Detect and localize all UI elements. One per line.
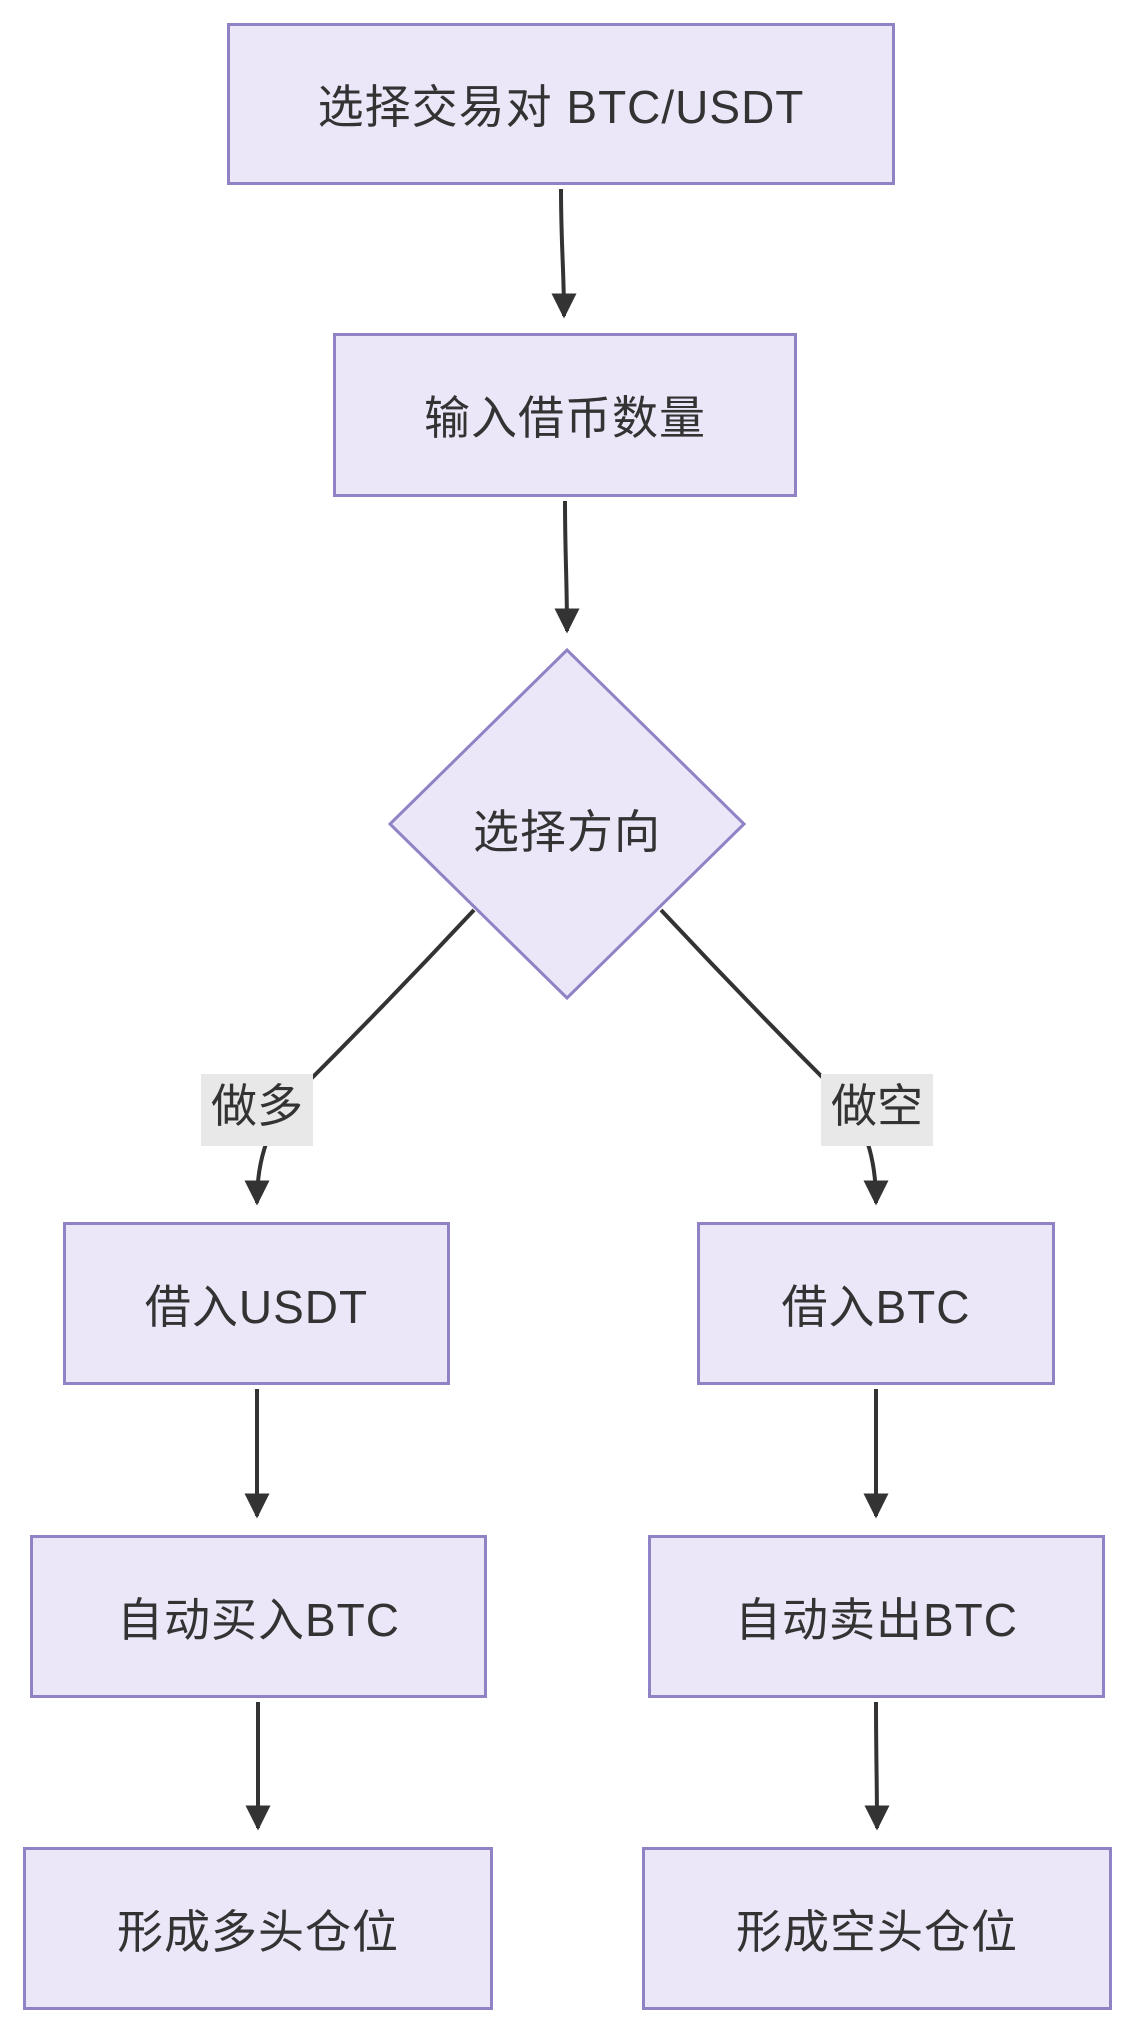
edge-select-pair-to-input-amount bbox=[551, 188, 577, 319]
node-long-position: 形成多头仓位 bbox=[23, 1847, 493, 2010]
node-long-position-label: 形成多头仓位 bbox=[117, 1905, 399, 1958]
node-auto-sell-btc: 自动卖出BTC bbox=[648, 1535, 1105, 1698]
edge-auto-sell-to-short-position bbox=[864, 1701, 890, 1831]
node-short-position: 形成空头仓位 bbox=[642, 1847, 1112, 2010]
node-short-position-label: 形成空头仓位 bbox=[736, 1905, 1018, 1958]
node-select-pair: 选择交易对 BTC/USDT bbox=[227, 23, 895, 185]
node-input-borrow-amount: 输入借币数量 bbox=[333, 333, 797, 497]
edge-label-long: 做多 bbox=[201, 1074, 313, 1146]
node-select-pair-label: 选择交易对 BTC/USDT bbox=[317, 81, 805, 133]
edge-choose-direction-to-borrow-usdt bbox=[244, 908, 476, 1206]
node-borrow-usdt: 借入USDT bbox=[63, 1222, 450, 1385]
edge-label-long-text: 做多 bbox=[211, 1080, 303, 1132]
node-borrow-usdt-label: 借入USDT bbox=[144, 1280, 369, 1333]
node-auto-sell-btc-label: 自动卖出BTC bbox=[735, 1593, 1018, 1646]
node-borrow-btc: 借入BTC bbox=[697, 1222, 1055, 1385]
node-input-borrow-amount-label: 输入借币数量 bbox=[424, 392, 706, 444]
node-choose-direction: 选择方向 bbox=[417, 796, 717, 862]
edge-choose-direction-to-borrow-btc bbox=[659, 908, 889, 1206]
choose-direction-diamond-shape bbox=[387, 647, 747, 1001]
node-auto-buy-btc: 自动买入BTC bbox=[30, 1535, 487, 1698]
edge-label-short: 做空 bbox=[821, 1074, 933, 1146]
edge-label-short-text: 做空 bbox=[831, 1080, 923, 1132]
edge-input-amount-to-choose-direction bbox=[554, 500, 580, 634]
node-borrow-btc-label: 借入BTC bbox=[781, 1280, 971, 1333]
node-auto-buy-btc-label: 自动买入BTC bbox=[117, 1593, 400, 1646]
node-choose-direction-label: 选择方向 bbox=[473, 806, 661, 858]
